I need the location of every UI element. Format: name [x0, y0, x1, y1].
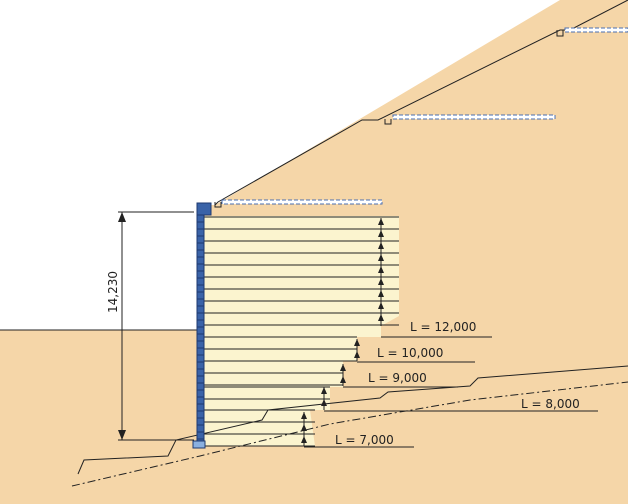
bench-notch-3 — [556, 30, 564, 37]
callout-arrowhead — [340, 376, 346, 383]
foundation-step-line — [77, 365, 628, 475]
callout-arrowhead — [301, 412, 307, 419]
callout-arrowhead — [301, 424, 307, 431]
height-dimension-label: 14,230 — [106, 271, 120, 313]
callout-arrowhead — [378, 266, 384, 273]
wall-footing — [192, 440, 206, 449]
callout-arrowhead — [354, 339, 360, 346]
callout-arrowhead — [378, 242, 384, 249]
callout-arrowhead — [354, 351, 360, 358]
callout-arrowhead — [321, 399, 327, 406]
dimension-arrow-bottom — [118, 430, 126, 440]
bench-notch-1 — [214, 202, 222, 208]
callout-arrowhead — [378, 290, 384, 297]
drain-pipe-3 — [564, 27, 628, 33]
wall-cap — [196, 202, 212, 216]
dimension-arrow-top — [118, 212, 126, 222]
bedrock-line — [71, 381, 628, 487]
callout-arrowhead — [378, 314, 384, 321]
wall-face — [196, 202, 205, 447]
callout-arrowhead — [378, 278, 384, 285]
bench-notch-2 — [384, 119, 392, 125]
length-label: L = 8,000 — [521, 397, 580, 411]
drain-pipe-2 — [392, 114, 556, 120]
length-label: L = 9,000 — [368, 371, 427, 385]
wall-panel-joints — [197, 221, 204, 440]
length-label: L = 10,000 — [377, 346, 443, 360]
drain-pipe-1 — [221, 199, 383, 205]
callout-arrowhead — [378, 230, 384, 237]
callout-arrowhead — [340, 364, 346, 371]
reinforced-zone — [204, 216, 399, 446]
length-callouts: L = 12,000 L = 10,000 L = 9,000 L = 8,000 L … — [301, 218, 598, 448]
callout-arrowhead — [378, 254, 384, 261]
length-label: L = 7,000 — [335, 433, 394, 447]
length-label: L = 12,000 — [410, 320, 476, 334]
callout-arrowhead — [378, 302, 384, 309]
lower-ground-soil — [0, 330, 200, 504]
callout-arrowhead — [378, 218, 384, 225]
reinforcement-strips — [204, 216, 399, 447]
callout-arrowhead — [301, 436, 307, 443]
callout-arrowhead — [321, 387, 327, 394]
